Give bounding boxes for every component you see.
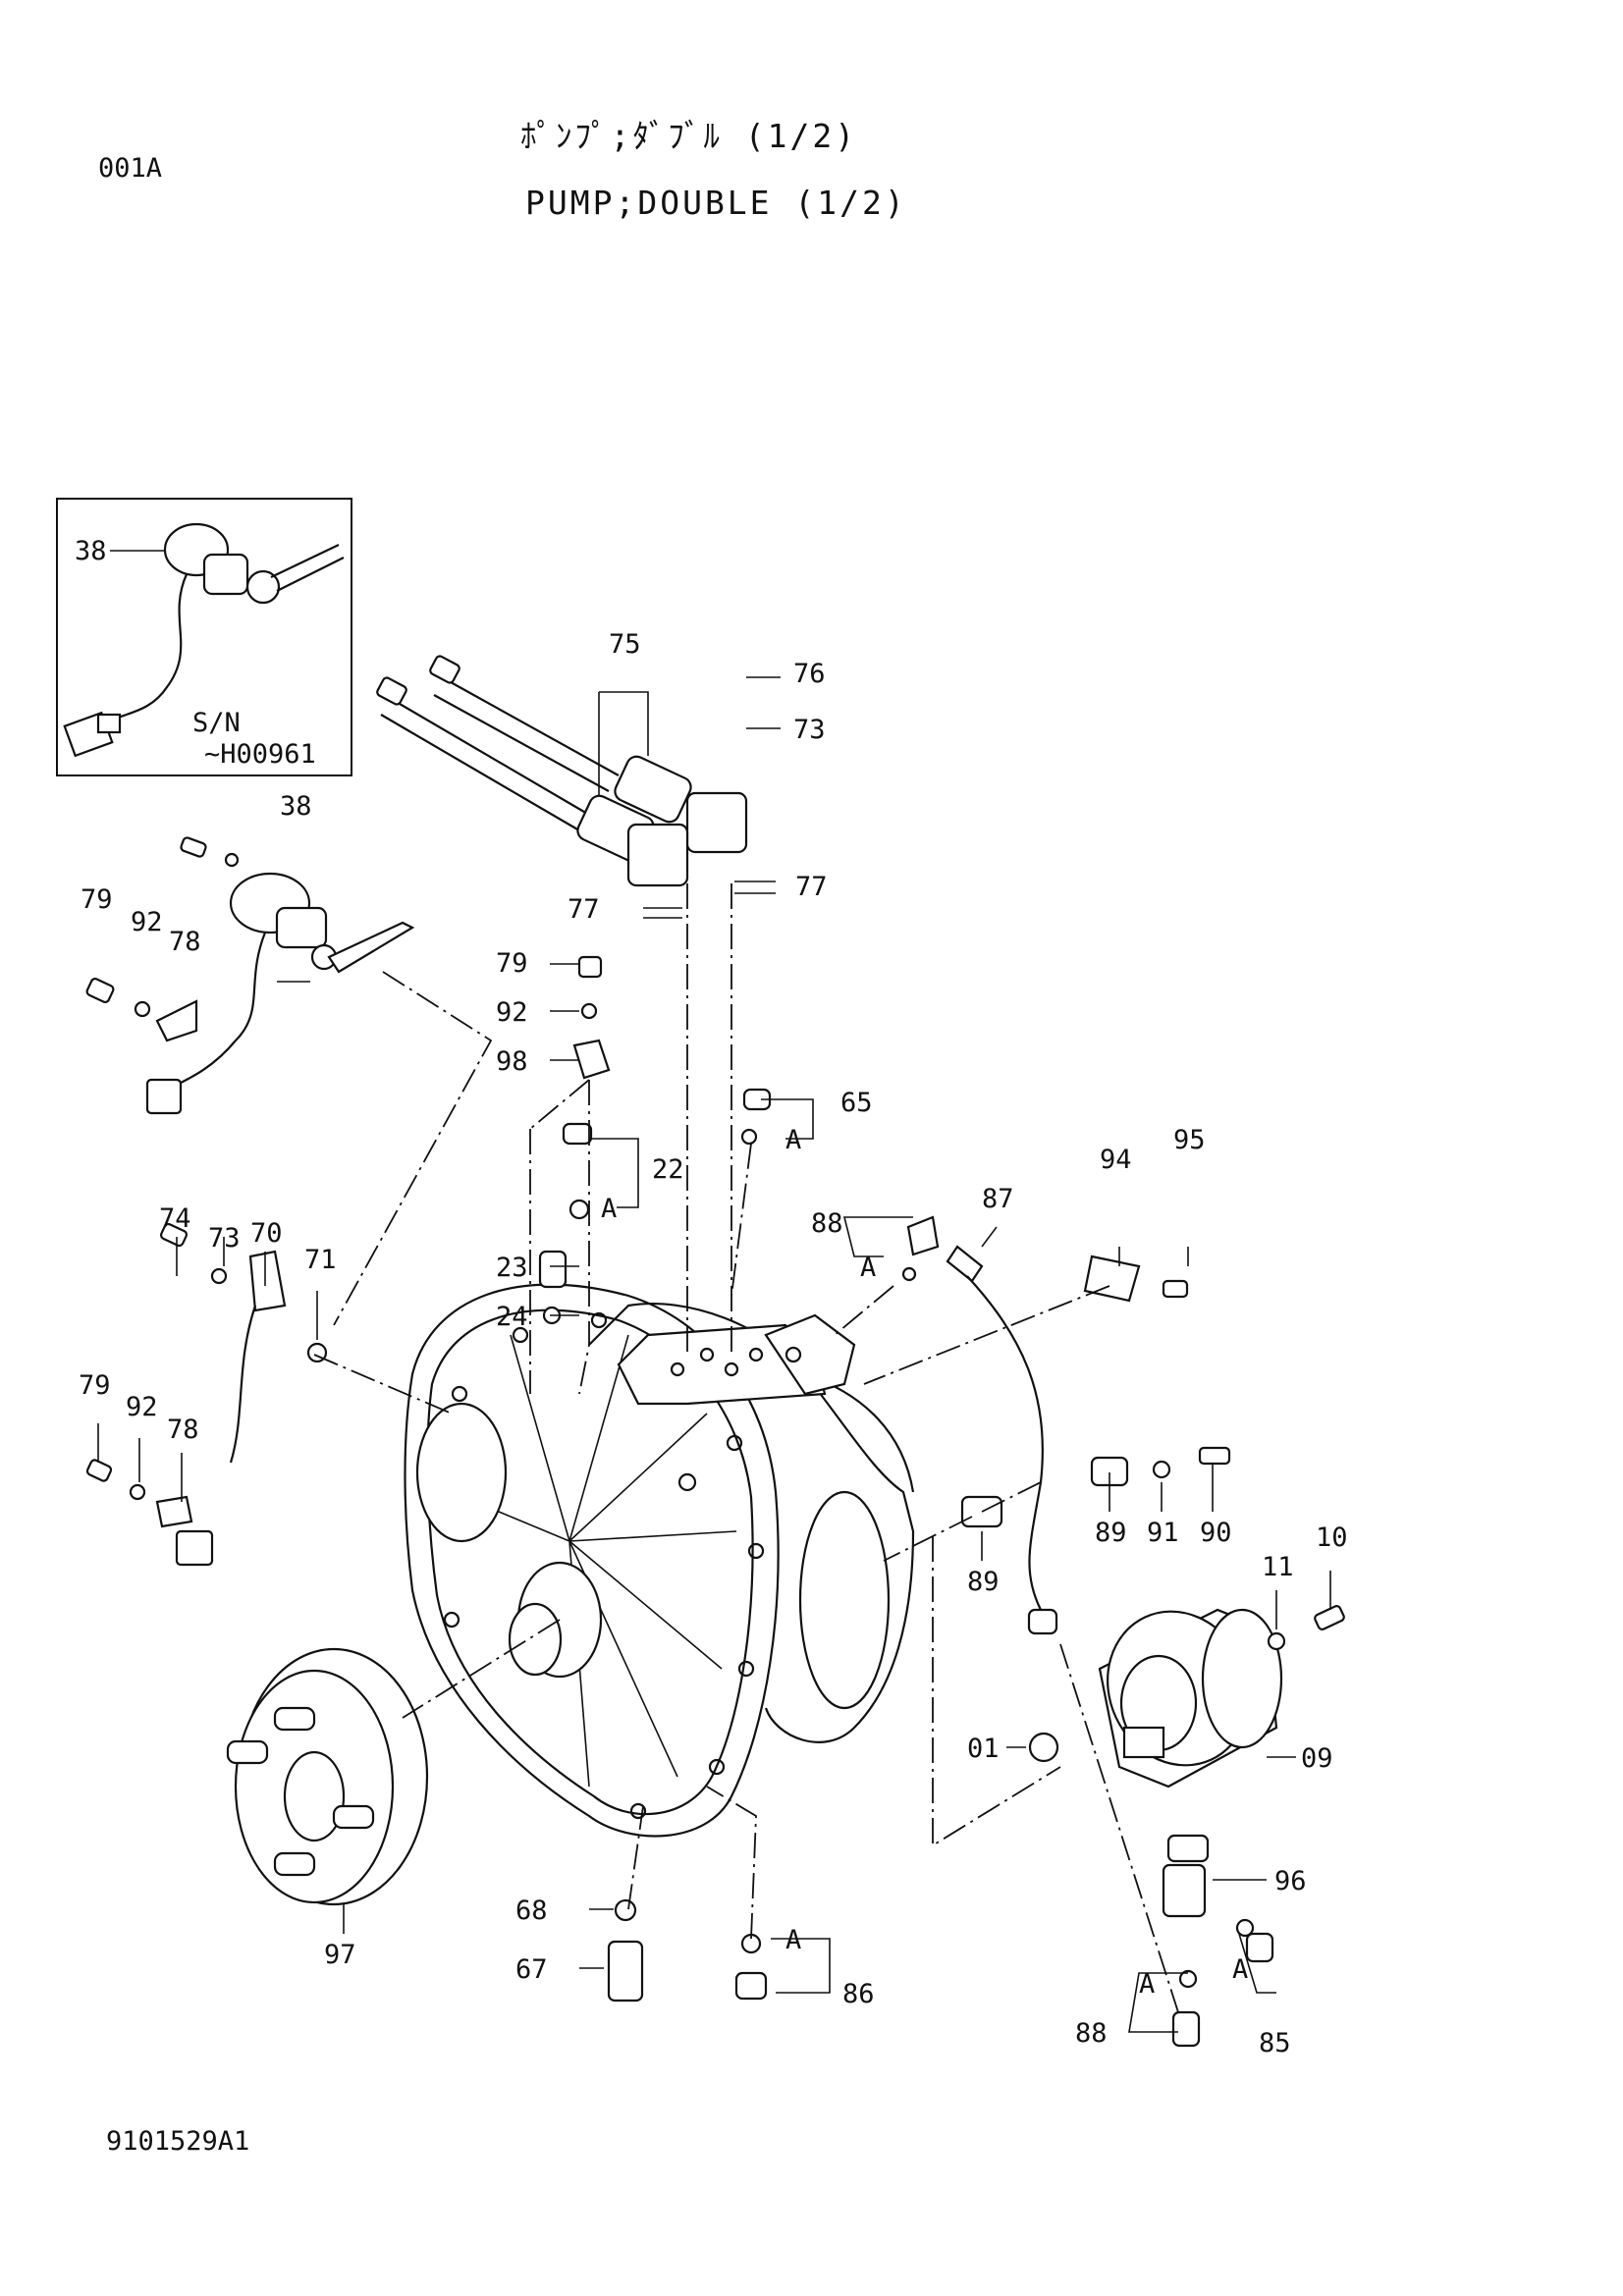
gear-pump-09 bbox=[1098, 1608, 1283, 1789]
callout-65: 65 bbox=[840, 1088, 873, 1118]
small-fasteners bbox=[85, 955, 1345, 2048]
callout-78-left: 78 bbox=[167, 1415, 199, 1445]
inset-part-label: 38 bbox=[75, 536, 107, 566]
callout-10: 10 bbox=[1316, 1522, 1348, 1553]
callout-73: 73 bbox=[793, 715, 826, 745]
callout-65-mark: A bbox=[785, 1125, 801, 1155]
callout-70: 70 bbox=[250, 1218, 283, 1249]
callout-78-top: 78 bbox=[169, 927, 201, 957]
callout-11: 11 bbox=[1262, 1552, 1294, 1582]
callout-79-left: 79 bbox=[79, 1370, 111, 1401]
title-english: PUMP;DOUBLE (1/2) bbox=[525, 184, 907, 222]
callout-77-right: 77 bbox=[795, 872, 828, 902]
callout-79-top: 79 bbox=[81, 884, 113, 915]
inset-box: 38 S/N ~H00961 bbox=[56, 498, 352, 776]
callout-75: 75 bbox=[609, 629, 641, 660]
callout-95: 95 bbox=[1173, 1125, 1206, 1155]
callout-86-mark: A bbox=[785, 1925, 801, 1955]
callout-68: 68 bbox=[515, 1896, 548, 1926]
callout-92-center: 92 bbox=[496, 997, 528, 1028]
callout-89-lower: 89 bbox=[967, 1567, 1000, 1597]
solenoid-valves-75 bbox=[376, 655, 748, 887]
callout-92-top: 92 bbox=[131, 907, 163, 937]
drawing-number: 9101529A1 bbox=[106, 2126, 249, 2157]
title-japanese: ﾎﾟﾝﾌﾟ;ﾀﾞﾌﾞﾙ (1/2) bbox=[520, 117, 857, 155]
callout-88-top-mark: A bbox=[860, 1253, 876, 1283]
callout-76: 76 bbox=[793, 659, 826, 689]
callout-88-top: 88 bbox=[811, 1208, 843, 1239]
callout-88-bottom-mark: A bbox=[1139, 1969, 1155, 2000]
callout-92-left: 92 bbox=[126, 1392, 158, 1422]
callout-96: 96 bbox=[1274, 1866, 1307, 1896]
coupling-97 bbox=[226, 1647, 429, 1906]
callout-22-mark: A bbox=[601, 1194, 617, 1224]
callout-87: 87 bbox=[982, 1184, 1014, 1214]
callout-77-left: 77 bbox=[568, 894, 600, 925]
callout-22: 22 bbox=[652, 1154, 684, 1185]
pump-housing bbox=[404, 1283, 915, 1838]
callout-24: 24 bbox=[496, 1302, 528, 1332]
callout-88-bottom: 88 bbox=[1075, 2018, 1108, 2049]
callout-86: 86 bbox=[842, 1979, 875, 2009]
inset-serial-label: S/N bbox=[192, 708, 241, 738]
callout-85-mark: A bbox=[1232, 1954, 1248, 1985]
callout-89-upper: 89 bbox=[1095, 1518, 1127, 1548]
callout-73-left: 73 bbox=[208, 1223, 241, 1254]
assembly-lines bbox=[313, 883, 1179, 2013]
callout-01: 01 bbox=[967, 1734, 1000, 1764]
callout-85: 85 bbox=[1259, 2028, 1291, 2058]
callout-71: 71 bbox=[304, 1245, 337, 1275]
callout-67: 67 bbox=[515, 1954, 548, 1985]
callout-98: 98 bbox=[496, 1046, 528, 1077]
sensor-38 bbox=[145, 836, 415, 1115]
callout-94: 94 bbox=[1100, 1145, 1132, 1175]
callout-91: 91 bbox=[1147, 1518, 1179, 1548]
page-code: 001A bbox=[98, 153, 162, 184]
callout-23: 23 bbox=[496, 1253, 528, 1283]
callout-90: 90 bbox=[1200, 1518, 1232, 1548]
inset-serial-range: ~H00961 bbox=[204, 739, 316, 770]
callout-labels: 75 76 73 77 77 38 79 92 78 79 92 98 65 A… bbox=[79, 629, 1348, 2058]
callout-leaders bbox=[97, 676, 1331, 2033]
callout-74: 74 bbox=[159, 1203, 191, 1234]
callout-79-center: 79 bbox=[496, 948, 528, 979]
callout-09: 09 bbox=[1301, 1743, 1333, 1774]
callout-38: 38 bbox=[280, 791, 312, 822]
inset-sensor-drawing bbox=[63, 522, 345, 758]
callout-97: 97 bbox=[324, 1940, 356, 1970]
